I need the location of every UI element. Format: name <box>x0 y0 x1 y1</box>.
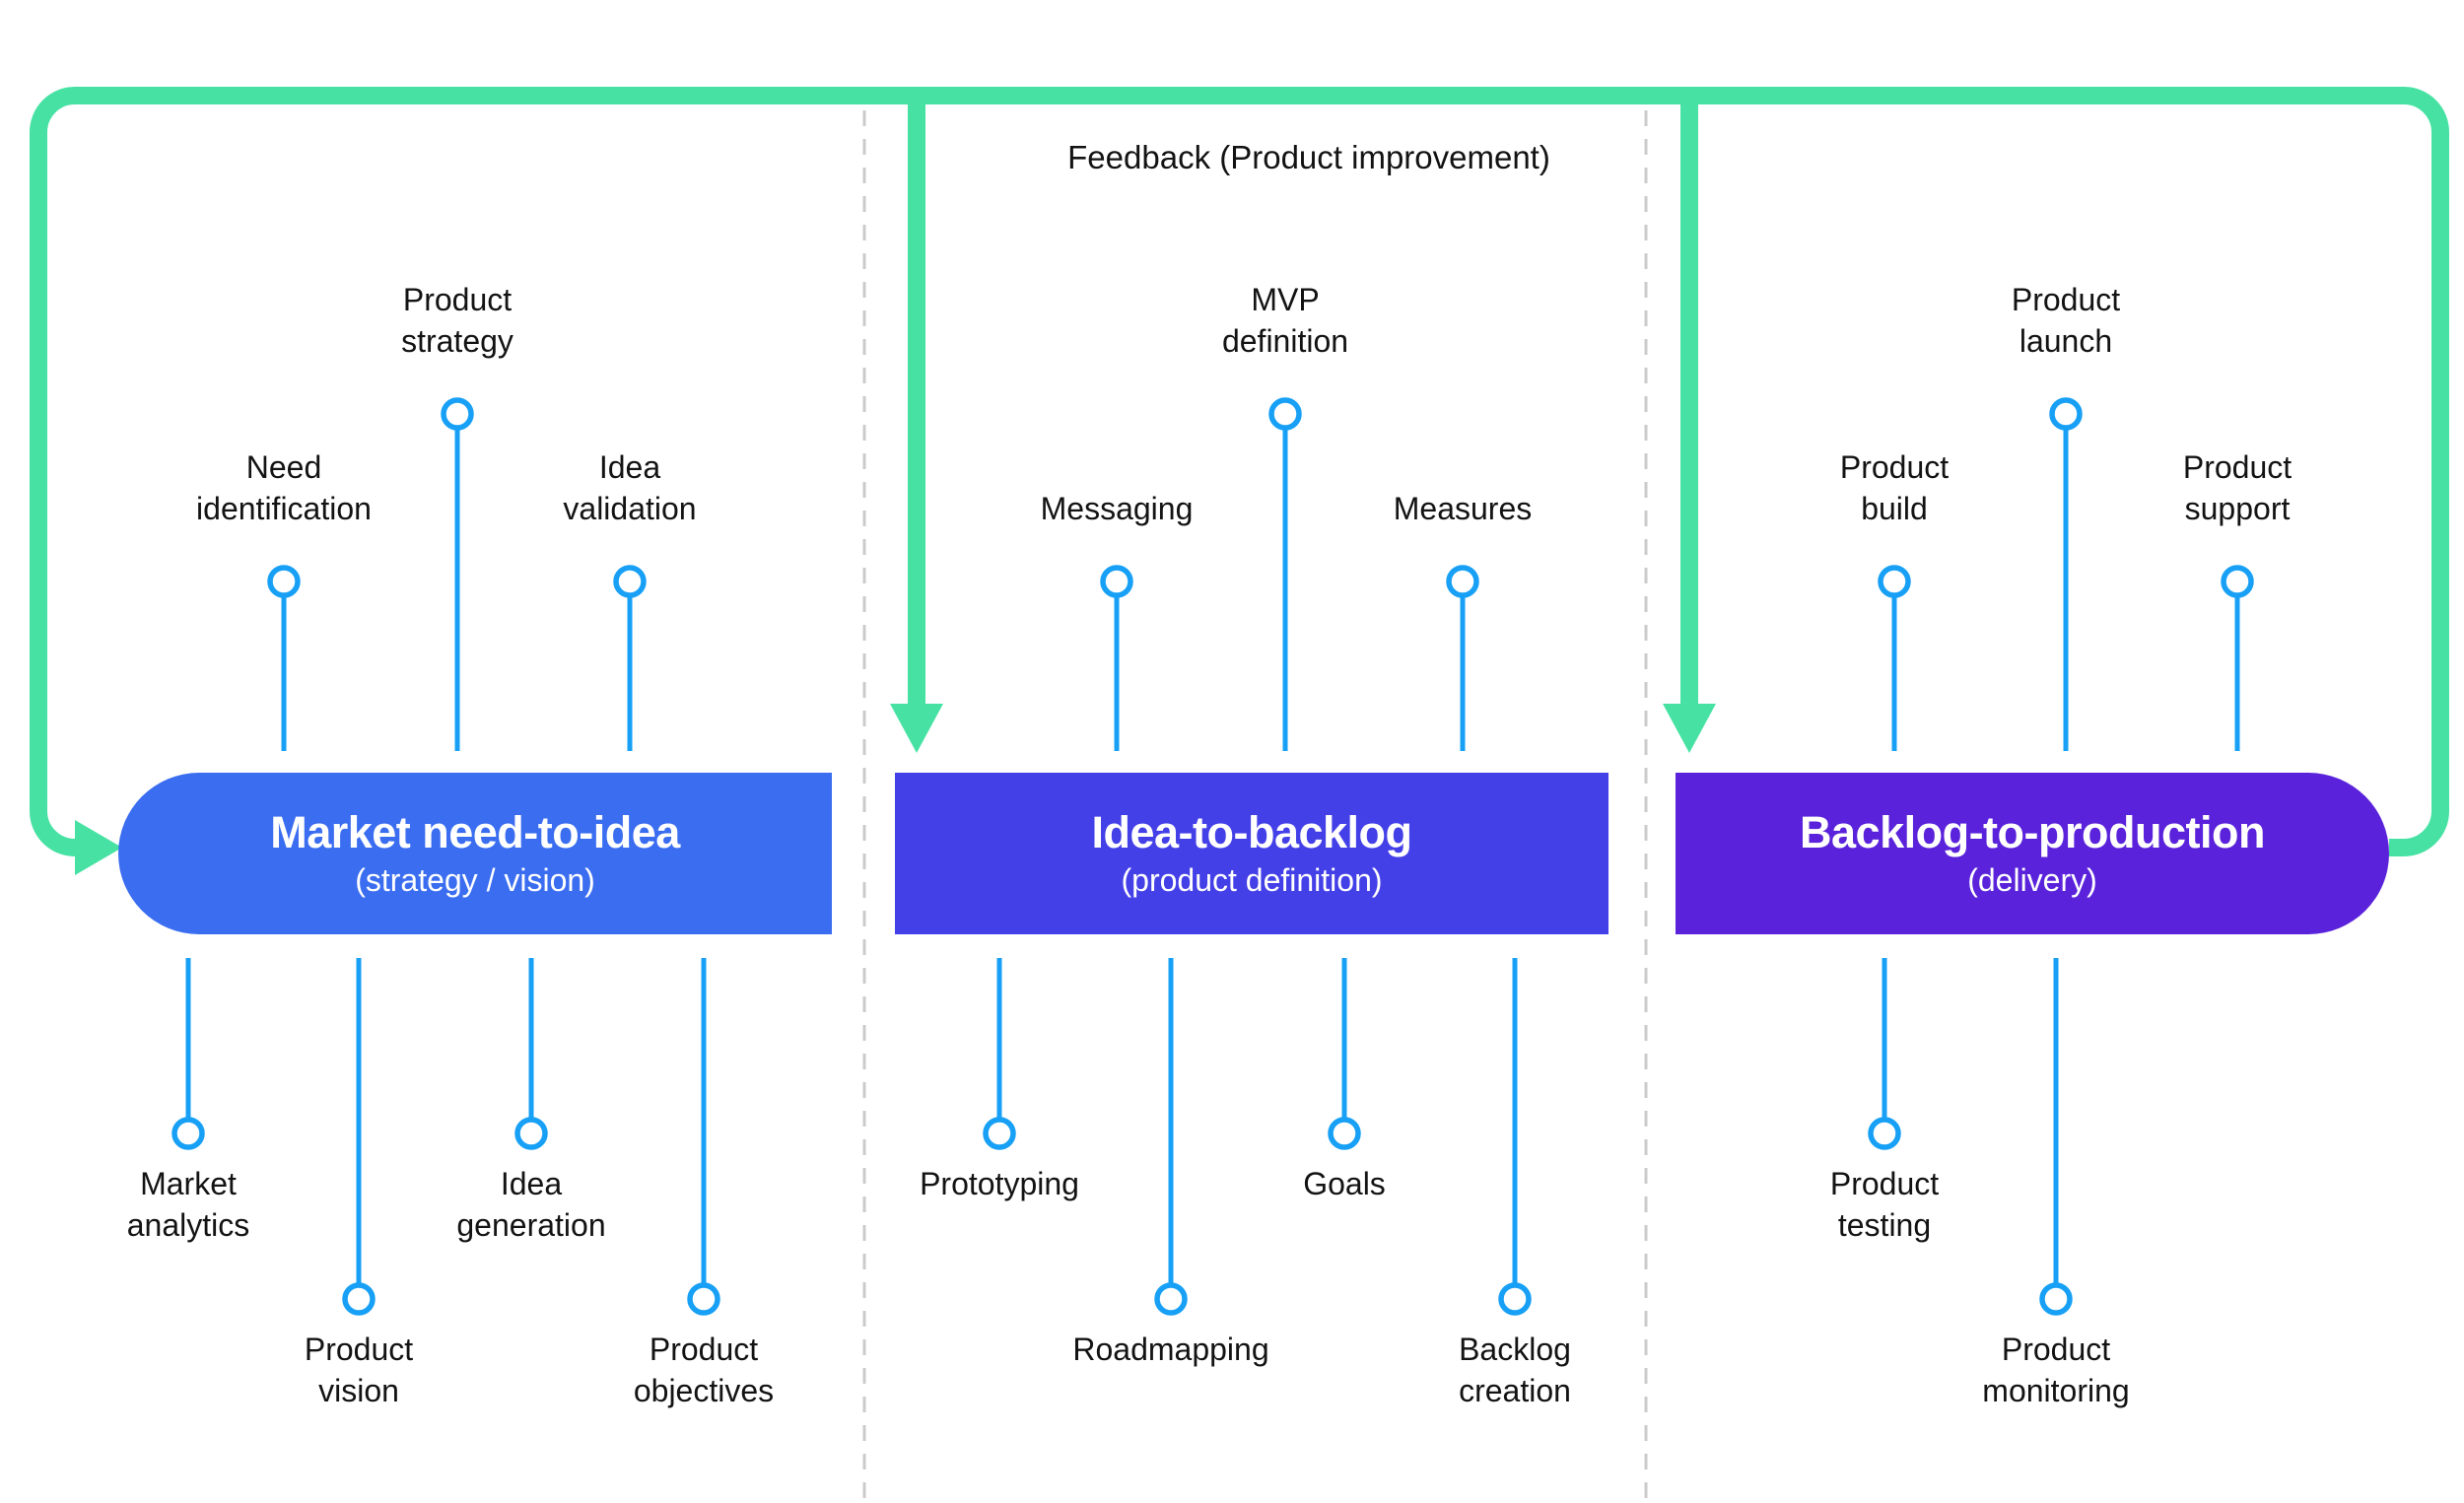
item-label-line: strategy <box>401 323 513 359</box>
item-label-product-launch: Product launch <box>1849 279 2283 362</box>
stage-title: Backlog-to-production <box>1800 807 2265 857</box>
item-marker-backlog-creation <box>1498 1282 1532 1316</box>
item-label-product-objectives: Product objectives <box>487 1329 921 1411</box>
item-label-mvp-definition: MVP definition <box>1068 279 1502 362</box>
item-label-line: Measures <box>1393 491 1533 526</box>
item-label-line: vision <box>318 1373 399 1408</box>
item-label-line: Product <box>402 282 513 317</box>
item-marker-messaging <box>1100 565 1133 598</box>
item-label-need-identification: Need identification <box>67 446 501 529</box>
item-label-line: Product <box>304 1332 414 1367</box>
item-label-line: Prototyping <box>920 1166 1079 1201</box>
item-label-product-build: Product build <box>1677 446 2111 529</box>
item-label-product-support: Product support <box>2020 446 2454 529</box>
stage-subtitle: (strategy / vision) <box>355 862 595 898</box>
item-label-line: Product <box>2182 449 2293 485</box>
item-label-line: objectives <box>633 1373 775 1408</box>
item-marker-product-testing <box>1868 1117 1901 1150</box>
item-label-line: build <box>1861 491 1928 526</box>
stage-title: Market need-to-idea <box>270 807 680 857</box>
item-label-line: Product <box>2001 1332 2111 1367</box>
item-label-product-vision: Product vision <box>142 1329 576 1411</box>
item-marker-product-strategy <box>441 397 474 431</box>
item-label-line: identification <box>196 491 372 526</box>
item-label-line: Backlog <box>1459 1332 1571 1367</box>
item-label-line: launch <box>2019 323 2113 359</box>
item-label-messaging: Messaging <box>900 488 1334 529</box>
item-label-line: testing <box>1837 1207 1932 1243</box>
item-label-product-testing: Product testing <box>1668 1163 2101 1246</box>
item-label-idea-generation: Idea generation <box>314 1163 748 1246</box>
item-label-line: analytics <box>126 1207 250 1243</box>
item-label-line: MVP <box>1251 282 1320 317</box>
item-marker-prototyping <box>983 1117 1016 1150</box>
stage-pill-backlog-to-production: Backlog-to-production (delivery) <box>1676 773 2389 934</box>
item-label-line: generation <box>456 1207 606 1243</box>
item-label-line: Messaging <box>1040 491 1194 526</box>
item-label-line: Product <box>2011 282 2121 317</box>
stage-title: Idea-to-backlog <box>1091 807 1412 857</box>
item-label-line: creation <box>1459 1373 1571 1408</box>
item-label-product-strategy: Product strategy <box>240 279 674 362</box>
item-marker-product-vision <box>342 1282 376 1316</box>
item-label-roadmapping: Roadmapping <box>954 1329 1388 1370</box>
item-label-line: Roadmapping <box>1072 1332 1269 1367</box>
item-marker-idea-validation <box>613 565 647 598</box>
item-label-line: Idea <box>598 449 661 485</box>
item-label-measures: Measures <box>1246 488 1679 529</box>
item-marker-product-support <box>2221 565 2254 598</box>
item-label-prototyping: Prototyping <box>783 1163 1216 1204</box>
item-label-market-analytics: Market analytics <box>0 1163 405 1246</box>
item-marker-product-launch <box>2049 397 2083 431</box>
item-label-line: definition <box>1221 323 1349 359</box>
lollipop-connectors <box>171 397 2254 1316</box>
item-label-line: Product <box>649 1332 759 1367</box>
item-label-line: Product <box>1839 449 1950 485</box>
item-marker-idea-generation <box>514 1117 548 1150</box>
item-label-line: Goals <box>1303 1166 1386 1201</box>
item-marker-roadmapping <box>1154 1282 1188 1316</box>
item-marker-product-monitoring <box>2039 1282 2073 1316</box>
feedback-arrowhead-middle <box>890 704 943 753</box>
item-label-line: Market <box>140 1166 237 1201</box>
feedback-label: Feedback (Product improvement) <box>1067 139 1550 175</box>
item-label-line: Product <box>1829 1166 1940 1201</box>
item-marker-product-build <box>1878 565 1911 598</box>
stage-subtitle: (delivery) <box>1967 862 2097 898</box>
item-marker-mvp-definition <box>1268 397 1302 431</box>
item-label-backlog-creation: Backlog creation <box>1298 1329 1732 1411</box>
stage-pill-idea-to-backlog: Idea-to-backlog (product definition) <box>895 773 1608 934</box>
item-marker-market-analytics <box>171 1117 205 1150</box>
item-label-line: Idea <box>500 1166 563 1201</box>
item-label-product-monitoring: Product monitoring <box>1839 1329 2273 1411</box>
item-label-line: validation <box>563 491 697 526</box>
item-marker-goals <box>1328 1117 1361 1150</box>
feedback-arrowhead-left <box>75 820 122 875</box>
item-label-line: monitoring <box>1982 1373 2130 1408</box>
stage-subtitle: (product definition) <box>1121 862 1383 898</box>
item-label-goals: Goals <box>1128 1163 1561 1204</box>
item-label-idea-validation: Idea validation <box>413 446 847 529</box>
feedback-arrowhead-right <box>1663 704 1716 753</box>
feedback-loop-path <box>30 87 2449 856</box>
item-label-line: Need <box>245 449 322 485</box>
item-marker-product-objectives <box>687 1282 720 1316</box>
item-marker-measures <box>1446 565 1479 598</box>
stage-pill-market-need-to-idea: Market need-to-idea (strategy / vision) <box>118 773 832 934</box>
item-label-line: support <box>2184 491 2291 526</box>
item-marker-need-identification <box>267 565 301 598</box>
